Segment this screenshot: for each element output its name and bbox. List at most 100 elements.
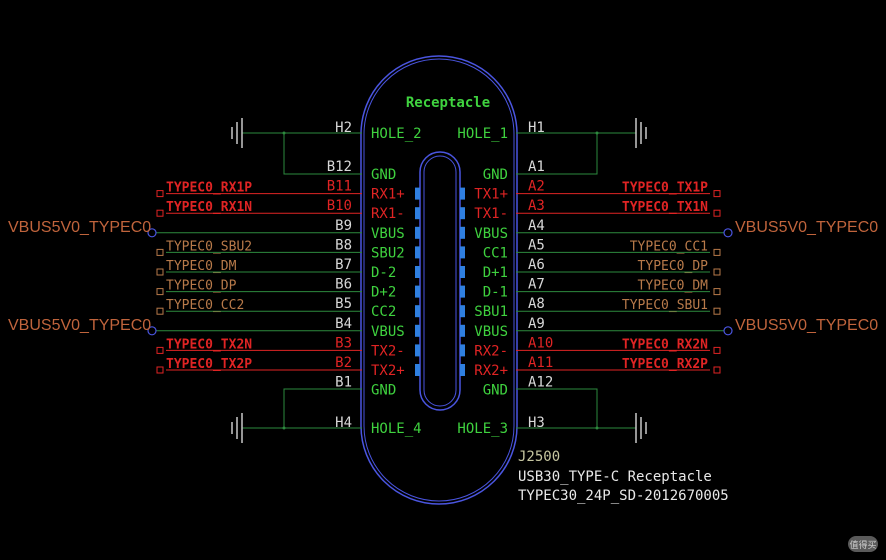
pin-a7-net-label: TYPEC0_DM [638, 279, 709, 294]
pin-a7-pad [460, 285, 465, 298]
pin-b11-number: B11 [327, 179, 352, 195]
pin-a12-name: GND [483, 383, 508, 399]
pin-a5-net-label: TYPEC0_CC1 [630, 239, 708, 254]
pin-a9-pad [460, 324, 465, 337]
pin-a1-number: A1 [528, 159, 545, 175]
pin-b8-pad [415, 246, 420, 259]
receptacle-body-inner [363, 58, 515, 502]
pin-a7-number: A7 [528, 277, 545, 293]
pin-b8-number: B8 [335, 237, 352, 253]
hole-h3: H3 HOLE_3 [457, 388, 647, 443]
pin-a3-net-label: TYPEC0_TX1N [622, 200, 708, 215]
pin-a9-net-label: VBUS5V0_TYPEC0 [735, 317, 878, 334]
pin-a1-name: GND [483, 167, 508, 183]
pin-b10-net-port [156, 209, 164, 217]
pin-b1-number: B1 [335, 375, 352, 391]
pin-a4-net-label: VBUS5V0_TYPEC0 [735, 219, 878, 236]
pin-b6-pad [415, 285, 420, 298]
pin-a12-number: A12 [528, 375, 553, 391]
pin-b12-name: GND [371, 167, 396, 183]
pin-a10-name: RX2- [474, 343, 508, 359]
pin-b10-number: B10 [327, 198, 352, 214]
pin-a10-number: A10 [528, 335, 553, 351]
pin-b8-name: SBU2 [371, 245, 405, 261]
pin-a4-number: A4 [528, 218, 545, 234]
pin-b2-pad [415, 364, 420, 376]
pin-b4-power-terminal [147, 326, 157, 336]
pin-b6-name: D+2 [371, 285, 396, 301]
pin-a8-number: A8 [528, 296, 545, 312]
pin-a10-pad [460, 344, 465, 357]
pin-b4-pad [415, 324, 420, 337]
pin-a5-number: A5 [528, 237, 545, 253]
pin-a9-power-terminal [723, 326, 733, 336]
pin-b2-number: B2 [335, 355, 352, 371]
pin-number-h3: H3 [528, 415, 545, 431]
watermark-text: 值得买 [849, 539, 876, 550]
pin-b7-name: D-2 [371, 265, 396, 281]
pin-b9-number: B9 [335, 218, 352, 234]
pin-a5-net-port [713, 248, 721, 256]
pin-a6-number: A6 [528, 257, 545, 273]
pin-number-h1: H1 [528, 120, 545, 136]
pin-b7-pad [415, 266, 420, 278]
pin-b5-net-label: TYPEC0_CC2 [166, 298, 244, 313]
pin-name-hole-2: HOLE_2 [371, 126, 422, 142]
pin-a4-name: VBUS [474, 226, 508, 242]
receptacle-body[interactable] [360, 55, 518, 505]
receptacle-tongue-inner [423, 155, 457, 407]
pin-b10-net-label: TYPEC0_RX1N [166, 200, 252, 215]
component-title: Receptacle [406, 95, 490, 111]
refdes-label: J2500 [518, 449, 560, 465]
hole-h1: H1 HOLE_1 [457, 118, 647, 175]
pin-a5-name: CC1 [483, 245, 508, 261]
pin-a9-name: VBUS [474, 324, 508, 340]
pin-number-h4: H4 [335, 415, 352, 431]
pin-name-hole-3: HOLE_3 [457, 421, 508, 437]
pin-b3-number: B3 [335, 335, 352, 351]
watermark-badge [848, 536, 878, 552]
pin-b4-number: B4 [335, 316, 352, 332]
pin-b6-number: B6 [335, 277, 352, 293]
pin-number-h2: H2 [335, 120, 352, 136]
pin-a7-name: D-1 [483, 285, 508, 301]
pin-a2-net-port [713, 190, 721, 198]
pin-name-hole-4: HOLE_4 [371, 421, 422, 437]
pin-b1-name: GND [371, 383, 396, 399]
pin-b10-name: RX1- [371, 206, 405, 222]
pin-a8-net-label: TYPEC0_SBU1 [622, 298, 708, 313]
pin-a10-net-port [713, 346, 721, 354]
pin-a2-pad [460, 187, 465, 200]
pin-a11-pad [460, 364, 465, 376]
pin-b3-net-label: TYPEC0_TX2N [166, 337, 252, 352]
pin-a10-net-label: TYPEC0_RX2N [622, 337, 708, 352]
pin-b11-net-label: TYPEC0_RX1P [166, 181, 252, 196]
pin-b9-net-label: VBUS5V0_TYPEC0 [8, 219, 151, 236]
pin-b11-name: RX1+ [371, 187, 405, 203]
pin-b3-name: TX2- [371, 343, 405, 359]
pin-b8-net-label: TYPEC0_SBU2 [166, 239, 252, 254]
pin-b2-net-port [156, 366, 164, 374]
pin-a6-name: D+1 [483, 265, 508, 281]
pin-a8-net-port [713, 307, 721, 315]
pin-b3-pad [415, 344, 420, 357]
pin-a3-name: TX1- [474, 206, 508, 222]
pin-name-hole-1: HOLE_1 [457, 126, 508, 142]
pin-b4-name: VBUS [371, 324, 405, 340]
pin-b7-net-label: TYPEC0_DM [166, 259, 237, 274]
pin-a11-number: A11 [528, 355, 553, 371]
pin-b9-pad [415, 226, 420, 239]
pin-a2-net-label: TYPEC0_TX1P [622, 181, 708, 196]
pin-a3-pad [460, 207, 465, 220]
pin-a8-name: SBU1 [474, 304, 508, 320]
pin-a2-name: TX1+ [474, 187, 508, 203]
pin-b3-net-port [156, 346, 164, 354]
pin-b7-number: B7 [335, 257, 352, 273]
pin-a4-pad [460, 226, 465, 239]
pin-a9-number: A9 [528, 316, 545, 332]
pin-b5-name: CC2 [371, 304, 396, 320]
pin-b11-net-port [156, 190, 164, 198]
pin-b9-name: VBUS [371, 226, 405, 242]
